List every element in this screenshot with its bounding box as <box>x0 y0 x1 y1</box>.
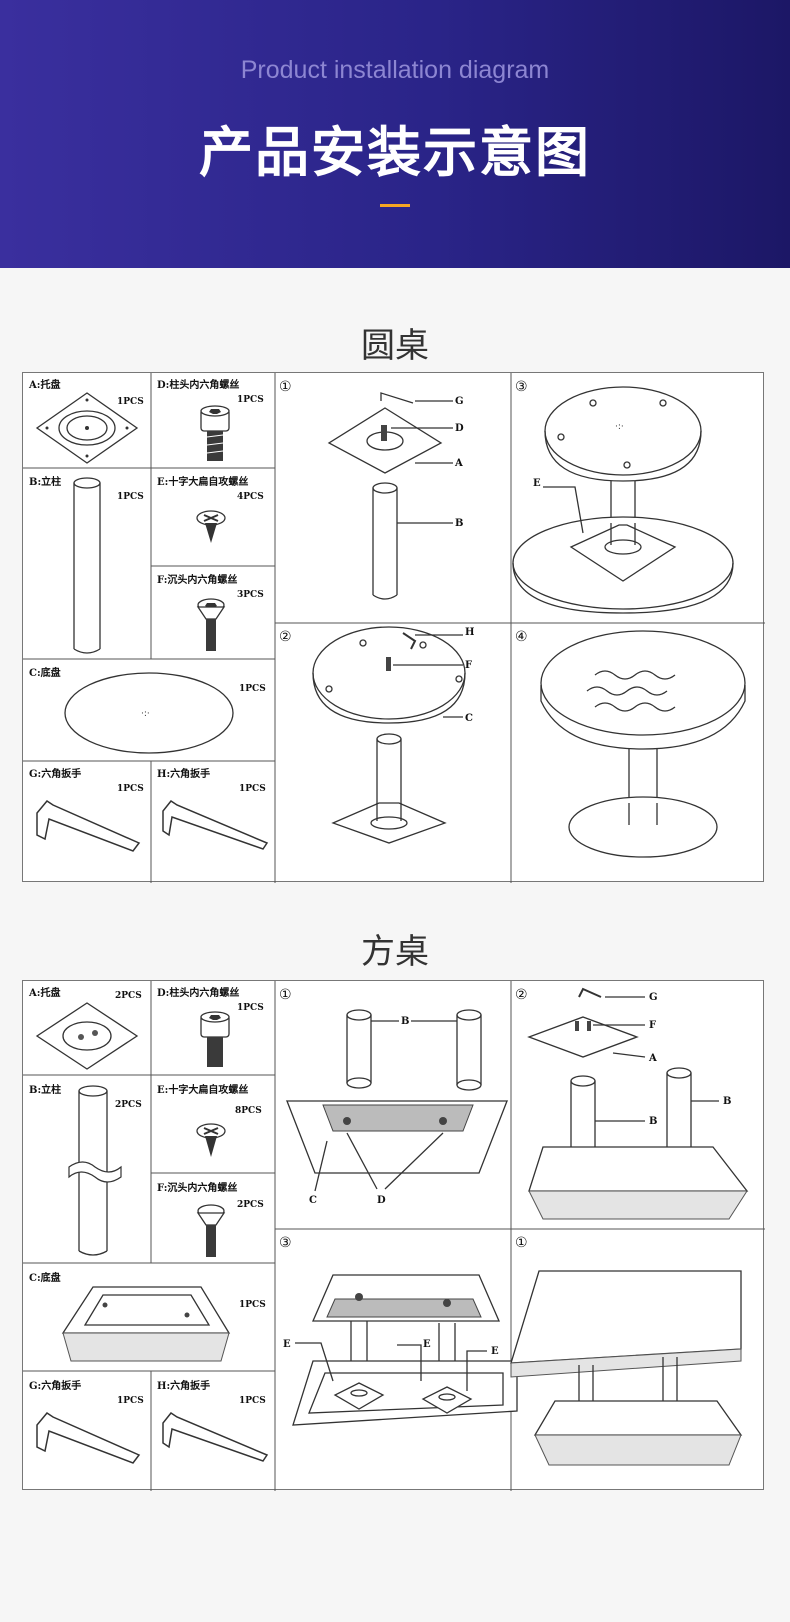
part-d-screw: D:柱头内六角螺丝 1PCS <box>157 986 264 1067</box>
part-g-label: G:六角扳手 <box>29 1379 81 1392</box>
step-2-attach-top-screws: ② H F C <box>279 626 474 844</box>
part-f-label: F:沉头内六角螺丝 <box>157 573 237 586</box>
part-e-label: E:十字大扁自攻螺丝 <box>157 475 248 488</box>
header-accent-bar <box>380 204 410 207</box>
step-2-callout-f: F <box>649 1020 656 1031</box>
header-title: 产品安装示意图 <box>199 121 591 184</box>
part-h-label: H:六角扳手 <box>157 767 210 780</box>
part-h-qty: 1PCS <box>239 1396 266 1406</box>
step-3-callout-e1: E <box>283 1339 291 1350</box>
step-1-number: ① <box>279 379 292 395</box>
part-g-wrench: G:六角扳手 1PCS <box>29 1379 144 1464</box>
part-b-post: B:立柱 2PCS <box>29 1083 142 1256</box>
svg-text:·:·: ·:· <box>615 422 624 432</box>
step-3-callout-e: E <box>533 478 541 489</box>
header-subtitle: Product installation diagram <box>240 56 550 84</box>
step-2-callout-b2: B <box>723 1096 731 1107</box>
step-1-callout-c: C <box>309 1195 317 1206</box>
step-1-attach-tray: ① B C D <box>279 987 509 1206</box>
part-b-post: B:立柱 1PCS <box>29 475 144 654</box>
step-2-callout-c: C <box>465 713 473 724</box>
step-1-attach-tray: ① G D A B <box>279 379 464 600</box>
part-b-label: B:立柱 <box>29 1083 61 1096</box>
part-d-label: D:柱头内六角螺丝 <box>157 986 239 999</box>
part-b-label: B:立柱 <box>29 475 61 488</box>
part-h-wrench: H:六角扳手 1PCS <box>157 1379 269 1462</box>
step-3-callout-e2: E <box>423 1339 431 1350</box>
round-table-title: 圆桌 <box>361 326 429 366</box>
part-g-wrench: G:六角扳手 1PCS <box>29 767 144 852</box>
step-2-number: ② <box>515 987 528 1003</box>
part-g-qty: 1PCS <box>117 1396 144 1406</box>
step-3-attach-posts-to-base: ③ E E E <box>279 1235 518 1426</box>
part-f-screw: F:沉头内六角螺丝 2PCS <box>157 1181 264 1257</box>
header-banner: Product installation diagram 产品安装示意图 <box>0 0 790 268</box>
step-2-callout-h: H <box>465 627 474 638</box>
parts-grid <box>23 373 765 883</box>
step-4-finished-table: ① <box>510 1235 743 1466</box>
round-table-diagram: A:托盘 1PCS D:柱头内六角螺丝 1PCS B:立柱 1PCS E:十字大… <box>22 372 765 883</box>
part-a-label: A:托盘 <box>28 986 60 999</box>
square-table-diagram: A:托盘 2PCS D:柱头内六角螺丝 1PCS B:立柱 2PCS E:十字大… <box>22 980 765 1491</box>
step-4-number: ① <box>515 1235 528 1251</box>
part-c-label: C:底盘 <box>29 666 61 679</box>
part-h-wrench: H:六角扳手 1PCS <box>157 767 269 850</box>
part-a-tray: A:托盘 2PCS <box>28 986 142 1070</box>
part-f-screw: F:沉头内六角螺丝 3PCS <box>157 573 264 651</box>
part-e-qty: 8PCS <box>235 1106 262 1116</box>
part-f-qty: 2PCS <box>237 1200 264 1210</box>
step-4-finished-table: ④ <box>515 629 746 858</box>
step-2-callout-a: A <box>648 1053 657 1064</box>
step-4-number: ④ <box>515 629 528 645</box>
part-a-label: A:托盘 <box>28 378 60 391</box>
square-table-title: 方桌 <box>361 932 429 972</box>
part-d-label: D:柱头内六角螺丝 <box>157 378 239 391</box>
step-2-number: ② <box>279 629 292 645</box>
step-1-callout-a: A <box>454 458 463 469</box>
step-2-callout-b: B <box>649 1116 657 1127</box>
part-c-qty: 1PCS <box>239 684 266 694</box>
part-f-qty: 3PCS <box>237 590 264 600</box>
part-e-screw: E:十字大扁自攻螺丝 4PCS <box>157 475 264 543</box>
svg-text:·:·: ·:· <box>141 709 150 719</box>
step-1-callout-g: G <box>455 396 464 407</box>
step-1-callout-d: D <box>377 1195 386 1206</box>
step-3-number: ③ <box>279 1235 292 1251</box>
part-h-qty: 1PCS <box>239 784 266 794</box>
part-f-label: F:沉头内六角螺丝 <box>157 1181 237 1194</box>
part-h-label: H:六角扳手 <box>157 1379 210 1392</box>
part-g-qty: 1PCS <box>117 784 144 794</box>
part-d-screw: D:柱头内六角螺丝 1PCS <box>157 378 264 461</box>
part-a-qty: 2PCS <box>115 991 142 1001</box>
part-a-tray: A:托盘 1PCS <box>28 378 144 464</box>
step-1-callout-b: B <box>455 518 463 529</box>
part-g-label: G:六角扳手 <box>29 767 81 780</box>
part-d-qty: 1PCS <box>237 1003 264 1013</box>
part-e-qty: 4PCS <box>237 492 264 502</box>
part-c-label: C:底盘 <box>29 1271 61 1284</box>
step-2-callout-f: F <box>465 660 472 671</box>
part-c-qty: 1PCS <box>239 1300 266 1310</box>
step-1-number: ① <box>279 987 292 1003</box>
step-3-callout-e3: E <box>491 1346 499 1357</box>
part-b-qty: 1PCS <box>117 492 144 502</box>
part-d-qty: 1PCS <box>237 395 264 405</box>
part-e-label: E:十字大扁自攻螺丝 <box>157 1083 248 1096</box>
part-b-qty: 2PCS <box>115 1100 142 1110</box>
part-c-base: C:底盘 1PCS ·:· <box>29 666 266 754</box>
step-3-attach-base: ③ ·:· E <box>512 379 734 614</box>
part-e-screw: E:十字大扁自攻螺丝 8PCS <box>157 1083 262 1157</box>
step-2-attach-trays: ② G F A B B <box>515 987 749 1220</box>
part-c-base: C:底盘 1PCS <box>29 1271 266 1362</box>
step-2-callout-g: G <box>649 992 658 1003</box>
step-1-callout-b: B <box>401 1016 409 1027</box>
part-a-qty: 1PCS <box>117 397 144 407</box>
step-3-number: ③ <box>515 379 528 395</box>
step-1-callout-d: D <box>455 423 464 434</box>
